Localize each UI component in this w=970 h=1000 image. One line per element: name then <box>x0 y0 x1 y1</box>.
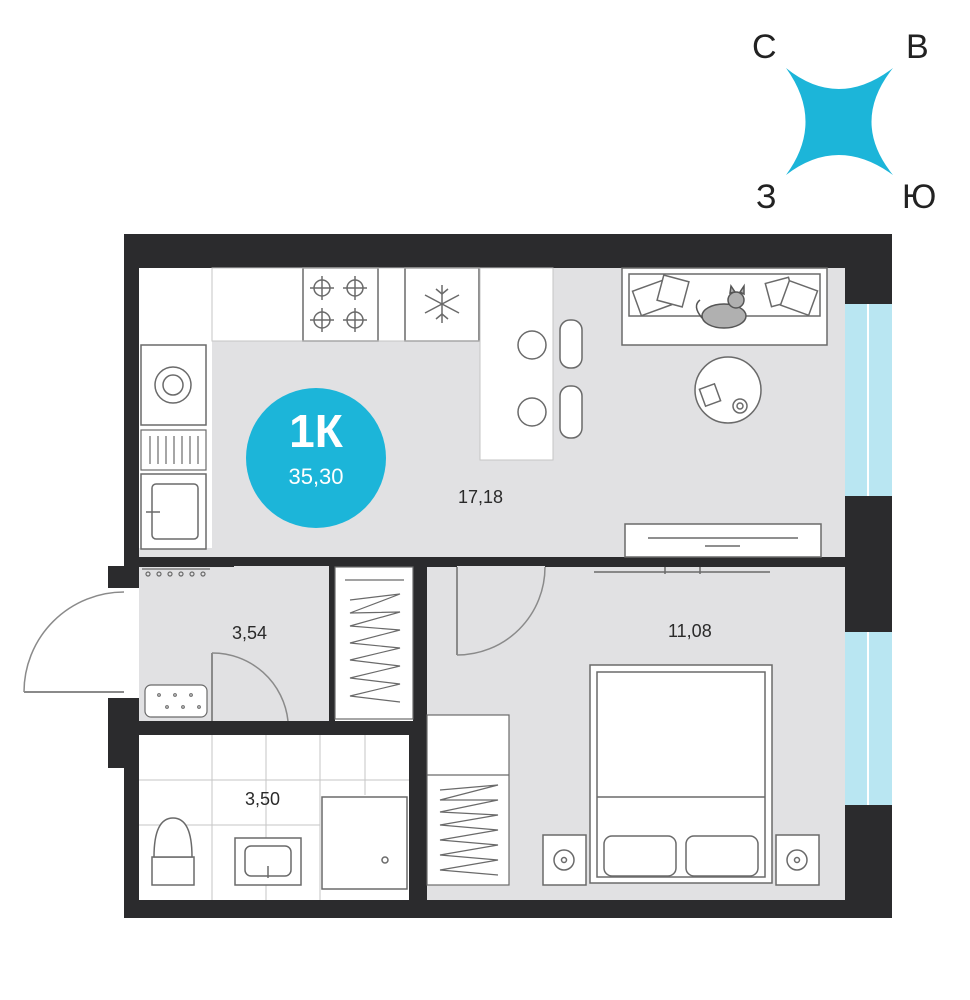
washing-machine-icon <box>140 344 207 426</box>
wall-kitchen-hall <box>139 557 234 567</box>
radiator-icon <box>142 568 210 577</box>
nightstand-right-icon <box>775 834 820 886</box>
wall-hall-vertical <box>329 557 335 722</box>
shoe-rack-icon <box>144 684 208 718</box>
shower-icon <box>321 796 408 890</box>
bar-stool-2 <box>517 385 583 439</box>
compass-south: Ю <box>902 178 937 216</box>
area-bedroom: 11,08 <box>668 621 712 641</box>
bedroom-door-swing <box>456 566 546 656</box>
wall-bottom <box>124 900 892 918</box>
bathroom-tiles <box>139 735 409 900</box>
wardrobe-hall-icon <box>334 566 414 720</box>
bedroom-tv-icon <box>594 567 770 574</box>
compass-east: В <box>906 28 929 66</box>
wall-bathroom-top <box>139 721 212 735</box>
apartment-type: 1К <box>289 405 343 457</box>
cat-icon <box>695 283 747 329</box>
wall-hall-living <box>329 557 457 567</box>
coffee-table-icon <box>694 356 762 424</box>
bed-icon <box>589 664 773 884</box>
area-hall: 3,54 <box>232 623 268 643</box>
entrance-door-swing <box>23 591 125 693</box>
wall-left-stub-2 <box>108 698 139 768</box>
wall-bathroom-top-2 <box>288 721 427 735</box>
bathroom-door-swing <box>211 652 289 722</box>
area-living-kitchen: 17,18 <box>458 487 504 507</box>
kitchen-sink-icon <box>140 473 207 550</box>
bar-counter <box>479 267 554 461</box>
dishwasher-icon <box>140 429 207 471</box>
tv-stand-icon <box>624 523 822 558</box>
nightstand-left-icon <box>542 834 587 886</box>
entrance-gap <box>108 588 139 698</box>
apartment-badge: 1К 35,30 <box>246 388 386 528</box>
wardrobe-bedroom-icon <box>426 714 510 886</box>
compass-north: С <box>752 28 777 66</box>
area-bathroom: 3,50 <box>245 789 281 809</box>
toilet-icon <box>151 817 195 886</box>
snowflake-icon <box>404 267 480 342</box>
wall-left-stub-1 <box>108 566 139 588</box>
wall-living-bedroom <box>545 557 845 567</box>
sink-icon <box>234 837 302 886</box>
bar-stool-1 <box>517 319 583 369</box>
apartment-total-area: 35,30 <box>288 464 344 489</box>
stove-icon <box>302 267 379 342</box>
compass-star-icon <box>786 68 893 175</box>
compass-west: З <box>756 178 777 216</box>
